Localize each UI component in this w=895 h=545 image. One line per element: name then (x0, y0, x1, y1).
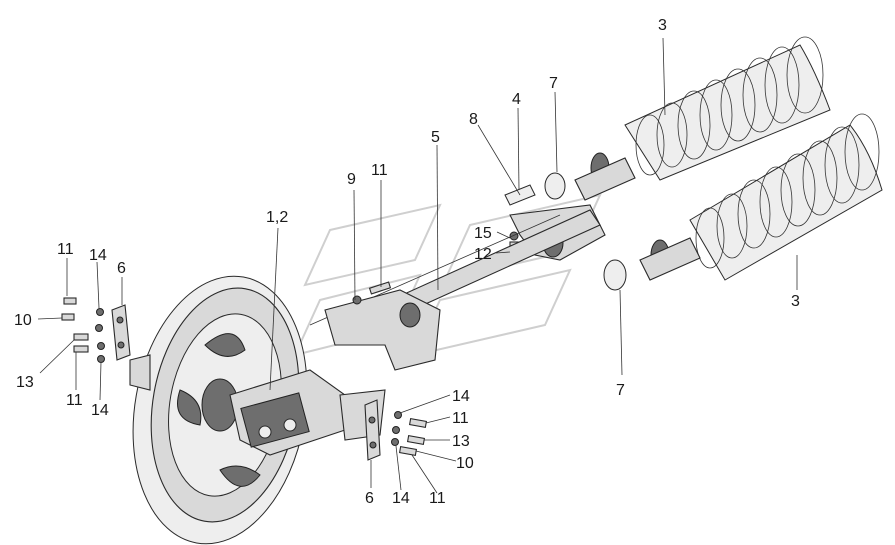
leader-lines (37, 37, 798, 494)
callout-14-bottom: 14 (392, 490, 410, 507)
callout-10-right: 10 (456, 455, 474, 472)
left-bolts (61, 297, 105, 363)
callout-11-left-bottom: 11 (66, 392, 83, 409)
callout-7-top: 7 (549, 75, 558, 92)
spring-upper (574, 36, 831, 201)
callout-6-left: 6 (117, 260, 126, 277)
callout-14-right-top: 14 (452, 388, 470, 405)
callout-8: 8 (469, 111, 478, 128)
callout-7-bottom: 7 (616, 382, 625, 399)
callout-3-top: 3 (658, 17, 667, 34)
callout-12: 12 (474, 246, 492, 263)
right-bolts (391, 411, 428, 456)
callout-13-left: 13 (16, 374, 34, 391)
callout-11-bottom: 11 (429, 490, 446, 507)
callout-14-left-top: 14 (89, 247, 107, 264)
rod-end-bracket (324, 281, 441, 371)
washer-lower (603, 259, 627, 291)
callout-13-right: 13 (452, 433, 470, 450)
callout-15: 15 (474, 225, 492, 242)
washer-upper (544, 172, 566, 200)
callout-5: 5 (431, 129, 440, 146)
callout-6-bottom: 6 (365, 490, 374, 507)
callout-9: 9 (347, 171, 356, 188)
right-plate (364, 399, 381, 461)
idler-wheel (132, 275, 308, 545)
callout-11-mid: 11 (371, 162, 388, 179)
left-plate (111, 304, 151, 391)
spring-lower (639, 113, 883, 281)
callout-14-left-bottom: 14 (91, 402, 109, 419)
callout-3-right: 3 (791, 293, 800, 310)
callout-11-right-1: 11 (452, 410, 469, 427)
callout-10-left: 10 (14, 312, 32, 329)
callout-11-left-top: 11 (57, 241, 74, 258)
callout-4: 4 (512, 91, 521, 108)
callout-1-2: 1,2 (266, 209, 288, 226)
